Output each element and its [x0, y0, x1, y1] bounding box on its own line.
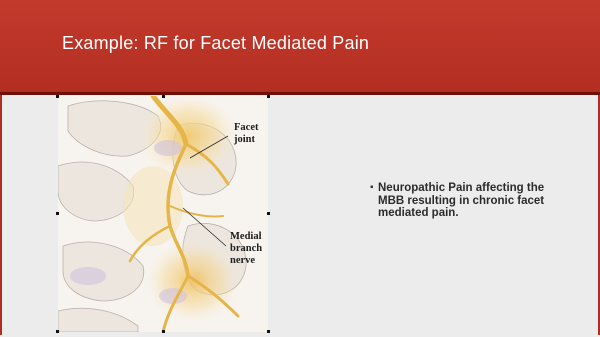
resize-handle-bottom-left[interactable]	[56, 330, 59, 333]
resize-handle-top-left[interactable]	[56, 95, 59, 98]
medial-branch-label-line3: nerve	[230, 255, 255, 266]
resize-handle-top-center[interactable]	[162, 95, 165, 98]
facet-joint-label-line1: Facet	[234, 122, 259, 133]
bullet-item: Neuropathic Pain affecting the MBB resul…	[378, 182, 544, 219]
spine-illustration-svg: Facet joint Medial branch nerve	[58, 96, 268, 332]
title-bar-underline	[0, 92, 600, 95]
facet-joint-glow-upper	[138, 96, 238, 178]
resize-handle-top-right[interactable]	[267, 95, 270, 98]
resize-handle-bottom-right[interactable]	[267, 330, 270, 333]
facet-joint-glow-lower	[145, 239, 241, 323]
medial-branch-label-line2: branch	[230, 243, 262, 254]
spine-illustration[interactable]: Facet joint Medial branch nerve	[58, 96, 268, 332]
bullet-marker: ▪	[370, 182, 374, 195]
bullet-list[interactable]: ▪ Neuropathic Pain affecting the MBB res…	[378, 182, 558, 220]
resize-handle-middle-left[interactable]	[56, 212, 59, 215]
slide-frame-left	[0, 95, 2, 335]
facet-joint-label-line2: joint	[233, 134, 256, 145]
medial-branch-label-line1: Medial	[230, 231, 262, 242]
resize-handle-middle-right[interactable]	[267, 212, 270, 215]
title-bar: Example: RF for Facet Mediated Pain	[0, 0, 600, 92]
resize-handle-bottom-center[interactable]	[162, 330, 165, 333]
slide-title: Example: RF for Facet Mediated Pain	[62, 33, 369, 54]
